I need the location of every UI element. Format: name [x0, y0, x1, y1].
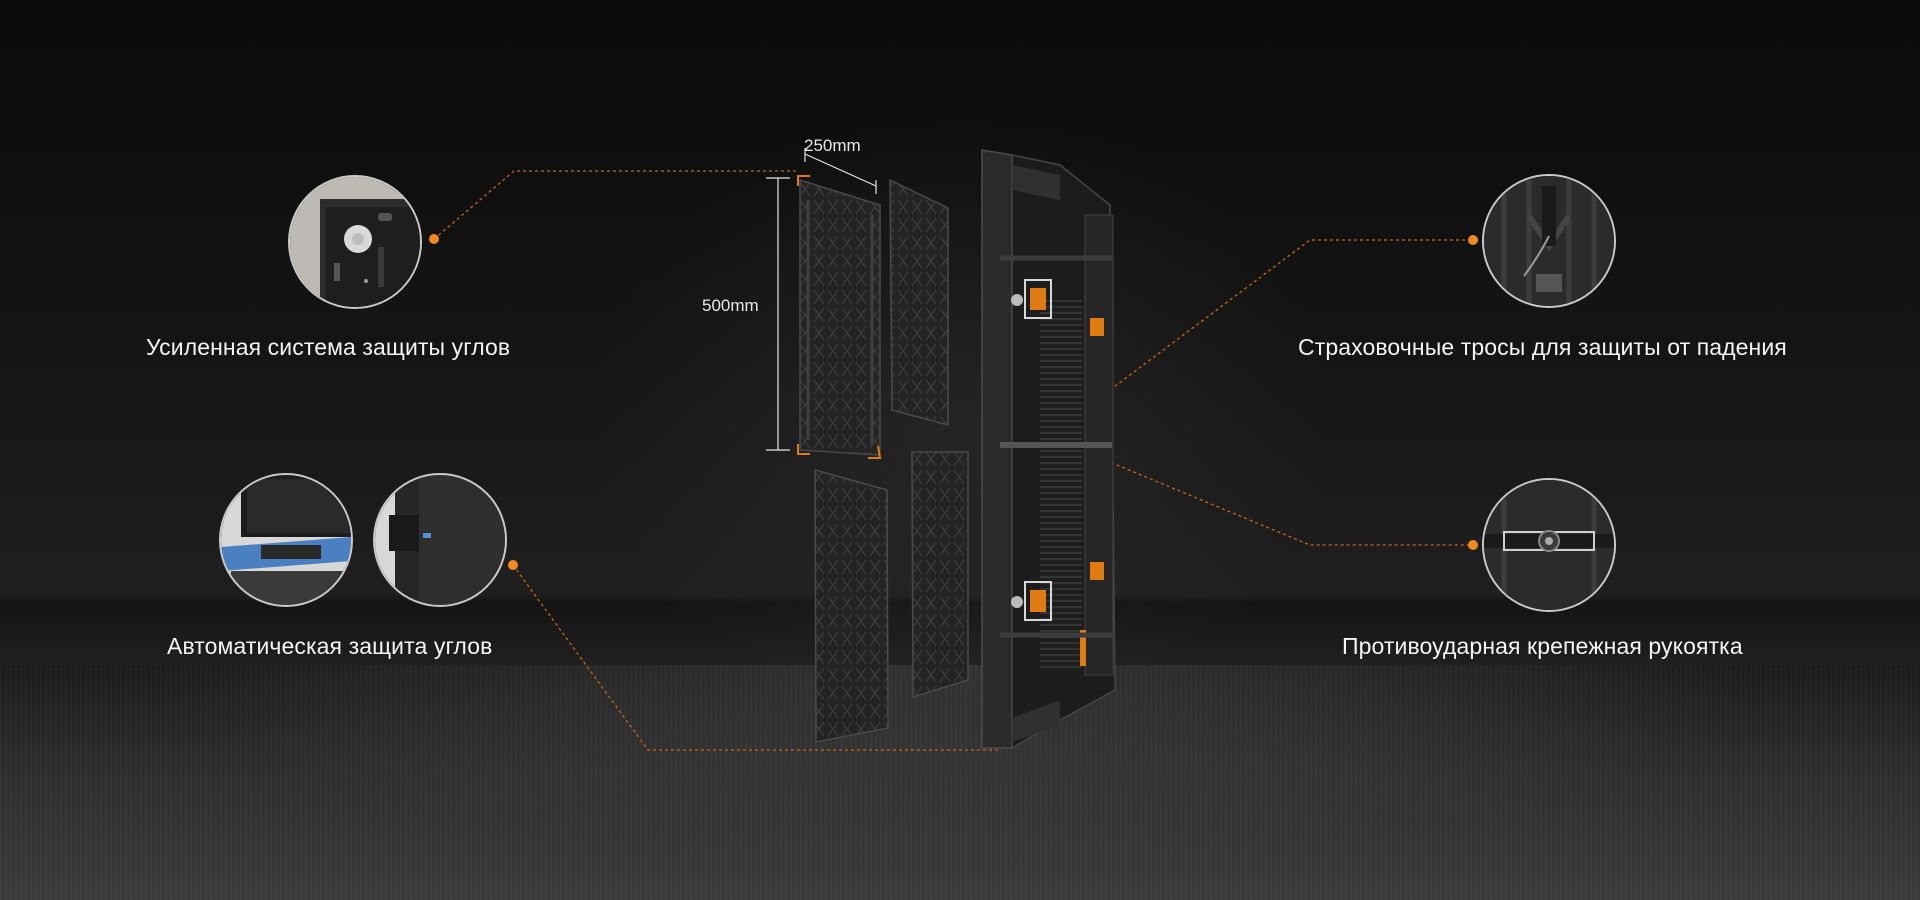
callout-line-corner — [433, 170, 798, 240]
floor-background — [0, 665, 1920, 900]
cabinet-frame — [981, 149, 1116, 750]
caption-corner-protection: Усиленная система защиты углов — [146, 334, 511, 360]
dimension-lines — [766, 148, 877, 451]
led-module-bottom-right — [911, 451, 969, 699]
caption-safety-ropes: Страховочные тросы для защиты от падения — [1298, 334, 1787, 360]
led-module-top-right — [889, 178, 949, 426]
corner-detail-image — [288, 175, 422, 309]
width-dimension-label: 250mm — [804, 136, 861, 155]
callout-dot-ropes — [1468, 235, 1478, 245]
callout-line-auto-corner — [512, 564, 1000, 751]
caption-auto-corner: Автоматическая защита углов — [167, 633, 493, 659]
auto-corner-detail-image-1 — [219, 473, 353, 607]
auto-corner-detail-image-2 — [373, 473, 507, 607]
led-module-top-left — [797, 175, 882, 459]
caption-anti-impact-handle: Противоударная крепежная рукоятка — [1342, 633, 1743, 659]
callout-dot-handle — [1468, 540, 1478, 550]
callout-dot-auto-corner — [508, 560, 518, 570]
handle-detail-image — [1482, 478, 1616, 612]
safety-rope-detail-image — [1482, 174, 1616, 308]
led-module-bottom-left — [814, 469, 889, 743]
height-dimension-label: 500mm — [702, 296, 759, 315]
callout-dot-corner — [429, 234, 439, 244]
